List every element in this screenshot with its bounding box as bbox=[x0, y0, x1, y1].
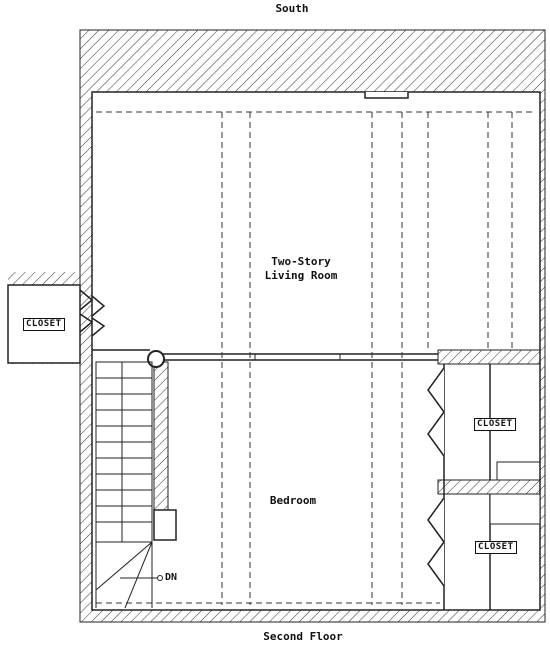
closet-label-right-lower: CLOSET bbox=[475, 541, 517, 554]
exterior-walls bbox=[7, 29, 546, 623]
living-room-label: Two-Story Living Room bbox=[265, 255, 338, 283]
closet-label-right-upper: CLOSET bbox=[474, 418, 516, 431]
ceiling-beams bbox=[96, 111, 536, 605]
interior-walls bbox=[91, 91, 541, 611]
bedroom-label: Bedroom bbox=[269, 494, 317, 507]
living-room-label-line1: Two-Story bbox=[271, 255, 331, 268]
living-room-label-line2: Living Room bbox=[264, 269, 338, 282]
newel-post bbox=[147, 350, 165, 368]
stair-down-label: DN bbox=[165, 572, 178, 583]
left-closet-doors bbox=[79, 289, 106, 337]
floor-title: Second Floor bbox=[263, 630, 343, 643]
staircase bbox=[95, 361, 163, 609]
right-closet-doors bbox=[427, 367, 445, 587]
plan-orientation-label: South bbox=[275, 2, 309, 15]
closet-label-left: CLOSET bbox=[23, 318, 65, 331]
